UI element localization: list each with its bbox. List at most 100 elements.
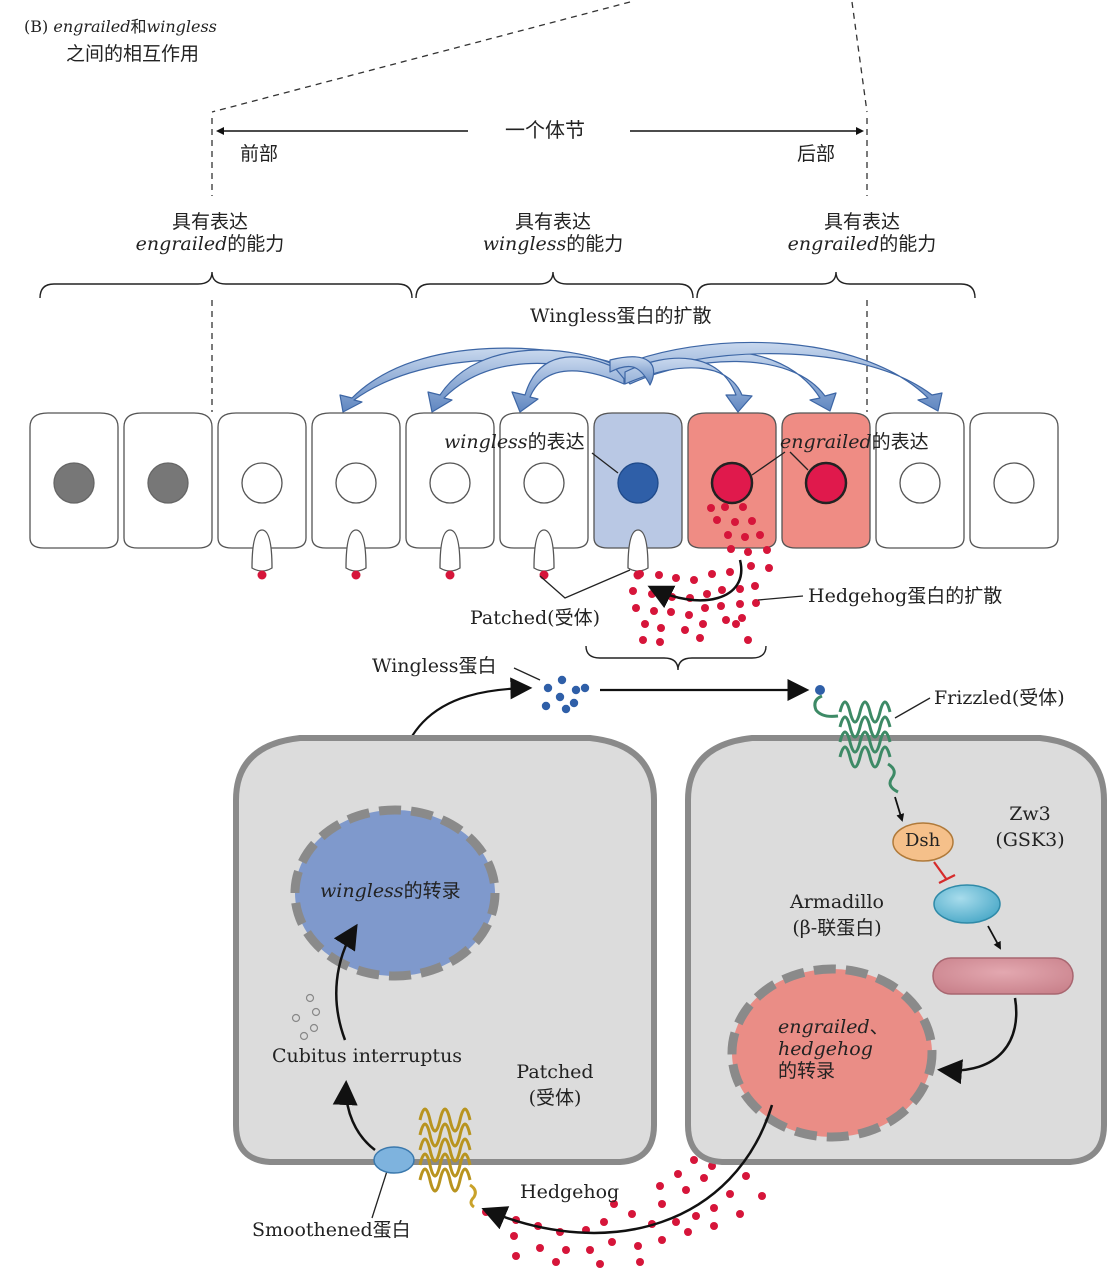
- wingless-dot: [580, 683, 590, 693]
- hedgehog-dot: [710, 1222, 718, 1230]
- cell-nucleus: [523, 462, 565, 504]
- hedgehog-dot: [736, 600, 744, 608]
- panel-title: (B) engrailed和wingless: [24, 17, 217, 36]
- dsh-inhibits-zw3: [933, 861, 956, 884]
- hedgehog-dot: [648, 590, 656, 598]
- hedgehog-dot: [562, 1246, 570, 1254]
- hedgehog-dot: [726, 1190, 734, 1198]
- armadillo-line1: Armadillo: [790, 891, 884, 913]
- wingless-expression-label: wingless的表达: [444, 431, 585, 454]
- transcription-sep: 、: [869, 1016, 889, 1038]
- epidermal-cell: [499, 412, 589, 580]
- hedgehog-dot: [682, 1186, 690, 1194]
- hedgehog-dot: [727, 545, 735, 553]
- hedgehog-dot: [742, 1172, 750, 1180]
- hedgehog-dot: [610, 1200, 618, 1208]
- cubitus-label: Cubitus interruptus: [272, 1045, 463, 1067]
- wingless-dot: [557, 675, 567, 685]
- patched-line1: Patched: [516, 1061, 594, 1083]
- hedgehog-dot: [758, 1192, 766, 1200]
- hedgehog-dot: [681, 626, 689, 634]
- competence-suffix: 的能力: [566, 232, 624, 255]
- hedgehog-dot: [701, 604, 709, 612]
- hedgehog-dot: [672, 1218, 680, 1226]
- frizzled-label: Frizzled(受体): [934, 687, 1065, 709]
- hedgehog-dot: [586, 1246, 594, 1254]
- hedgehog-dot: [685, 611, 693, 619]
- wingless-dot: [569, 698, 579, 708]
- armadillo-line2: (β-联蛋白): [792, 916, 882, 939]
- hedgehog-dot: [748, 517, 756, 525]
- competence-line1: 具有表达: [514, 211, 591, 233]
- competence-engrailed-right: 具有表达 engrailed的能力: [772, 211, 952, 256]
- transcription-gene-b: hedgehog: [778, 1037, 873, 1060]
- hedgehog-dot: [721, 503, 729, 511]
- hedgehog-dot: [739, 503, 747, 511]
- hedgehog-dot: [674, 1170, 682, 1178]
- hedgehog-diffusion-label: Hedgehog蛋白的扩散: [808, 585, 1003, 607]
- epidermal-cell: [969, 412, 1059, 549]
- cell-nucleus: [429, 462, 471, 504]
- cell-nucleus: [993, 462, 1035, 504]
- posterior-label: 后部: [797, 143, 836, 165]
- armadillo-label: Armadillo (β-联蛋白): [772, 891, 902, 940]
- hedgehog-dot: [751, 582, 759, 590]
- hedgehog-dot: [707, 504, 715, 512]
- hedgehog-dot: [655, 571, 663, 579]
- zw3-to-armadillo-arrow: [987, 925, 1001, 950]
- smoothened-protein: [373, 1146, 415, 1174]
- competence-braces: [39, 271, 976, 671]
- cell-nucleus: [710, 461, 754, 505]
- hedgehog-dot: [629, 587, 637, 595]
- patched-projection: [345, 529, 367, 572]
- hedgehog-dot: [634, 1242, 642, 1250]
- frizzled-to-dsh-arrow: [894, 796, 905, 822]
- patched-receptor-label-top: Patched(受体): [470, 607, 601, 629]
- wingless-dot: [561, 704, 571, 714]
- hedgehog-dot: [632, 604, 640, 612]
- transcription-gene-a: engrailed: [778, 1016, 870, 1038]
- competence-suffix: 的能力: [227, 232, 285, 255]
- wingless-bound-dot: [815, 685, 825, 695]
- competence-line1: 具有表达: [823, 211, 900, 233]
- engrailed-expression-label: engrailed的表达: [780, 431, 929, 454]
- hedgehog-dot: [736, 585, 744, 593]
- armadillo-protein: [932, 957, 1074, 995]
- competence-line1: 具有表达: [171, 211, 248, 233]
- hedgehog-dot: [667, 608, 675, 616]
- hedgehog-bound-dot: [539, 570, 549, 580]
- wingless-transcription-label: wingless的转录: [320, 880, 461, 903]
- wingless-diffusion-label: Wingless蛋白的扩散: [530, 305, 712, 327]
- hedgehog-dot: [656, 638, 664, 646]
- wingless-dot: [555, 692, 565, 702]
- wingless-protein-dots: [541, 675, 590, 714]
- hedgehog-dot: [703, 590, 711, 598]
- hedgehog-dot: [736, 1210, 744, 1218]
- hedgehog-dot: [536, 1244, 544, 1252]
- hedgehog-dot: [600, 1218, 608, 1226]
- hedgehog-dot: [628, 1210, 636, 1218]
- zw3-line1: Zw3: [1009, 803, 1051, 825]
- epidermal-cell: [781, 412, 871, 549]
- panel-title-gene-b: wingless: [146, 17, 217, 36]
- hedgehog-dot: [596, 1260, 604, 1268]
- cell-nucleus: [804, 461, 848, 505]
- epidermal-cell: [29, 412, 119, 549]
- patched-receptor: [418, 1107, 477, 1209]
- competence-wingless: 具有表达 wingless的能力: [463, 211, 643, 256]
- expr-suffix: 的表达: [527, 431, 585, 453]
- frizzled-receptor: [813, 694, 899, 794]
- dsh-protein: [892, 822, 954, 862]
- hedgehog-dot: [763, 546, 771, 554]
- segment-label: 一个体节: [505, 118, 585, 142]
- hedgehog-dot: [636, 570, 644, 578]
- hedgehog-dot: [738, 614, 746, 622]
- hedgehog-dot: [696, 634, 704, 642]
- armadillo-to-nucleus-arrow: [937, 997, 1018, 1085]
- epidermal-cell: [687, 412, 777, 549]
- panel-title-mid: 和: [130, 17, 147, 36]
- hedgehog-dot: [636, 1258, 644, 1266]
- hedgehog-dot: [713, 516, 721, 524]
- panel-title-gene-a: engrailed: [53, 17, 131, 36]
- hedgehog-dot: [650, 607, 658, 615]
